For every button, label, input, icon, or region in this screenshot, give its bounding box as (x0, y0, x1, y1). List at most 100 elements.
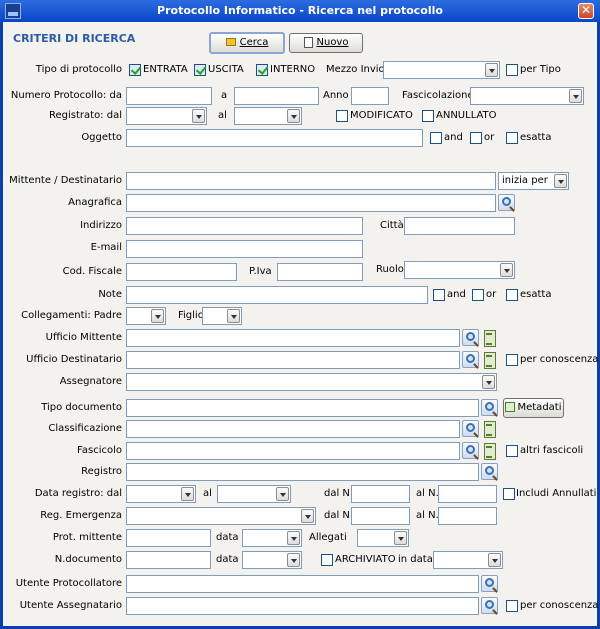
archiviato-checkbox[interactable] (321, 554, 333, 566)
assegnatore-select[interactable] (126, 373, 497, 391)
ruolo-select[interactable] (404, 261, 515, 279)
registrato-dal-date[interactable] (126, 107, 207, 125)
reg-emergenza-al-n-input[interactable] (438, 507, 497, 525)
registrato-al-date[interactable] (234, 107, 302, 125)
note-or-checkbox[interactable] (472, 289, 484, 301)
prot-mittente-input[interactable] (126, 529, 211, 547)
metadati-button[interactable]: Metadati (503, 398, 564, 418)
utente-assegnatario-input[interactable] (126, 597, 479, 615)
reg-emergenza-select[interactable] (126, 507, 316, 525)
tree-icon[interactable] (482, 351, 496, 369)
data-registro-dal-label: Data registro: dal (34, 488, 122, 499)
altri-fascicoli-label: altri fascicoli (520, 445, 584, 456)
allegati-select[interactable] (357, 529, 409, 547)
piva-input[interactable] (277, 263, 363, 281)
mittente-match-mode-select[interactable]: inizia per (498, 172, 569, 190)
prot-mittente-data-date[interactable] (242, 529, 302, 547)
mittente-label: Mittente / Destinatario (9, 175, 122, 186)
ufficio-destinatario-label: Ufficio Destinatario (26, 354, 122, 365)
utente-protocollatore-input[interactable] (126, 575, 479, 593)
ufficio-mittente-search-button[interactable] (462, 329, 479, 346)
note-input[interactable] (126, 286, 428, 304)
oggetto-and-checkbox[interactable] (430, 132, 442, 144)
reg-emergenza-dal-n-input[interactable] (351, 507, 410, 525)
classificazione-input[interactable] (126, 420, 460, 438)
anagrafica-input[interactable] (126, 194, 496, 212)
fascicolo-search-button[interactable] (462, 442, 479, 459)
indirizzo-label: Indirizzo (80, 220, 122, 231)
numero-protocollo-label: Numero Protocollo: da (10, 90, 122, 101)
cerca-button[interactable]: Cerca (209, 32, 285, 54)
note-esatta-checkbox[interactable] (506, 289, 518, 301)
utente-per-conoscenza-label: per conoscenza (520, 600, 599, 611)
numero-da-input[interactable] (126, 87, 212, 105)
entrata-checkbox[interactable] (129, 64, 141, 76)
figlio-select[interactable] (202, 307, 242, 325)
magnifier-icon (485, 402, 494, 411)
tipo-documento-input[interactable] (126, 399, 479, 417)
includi-annullati-checkbox[interactable] (503, 488, 515, 500)
oggetto-input[interactable] (126, 129, 423, 147)
annullato-label: ANNULLATO (436, 110, 497, 121)
window-title: Protocollo Informatico - Ricerca nel pro… (157, 4, 443, 17)
ufficio-per-conoscenza-label: per conoscenza (520, 354, 599, 365)
n-documento-label: N.documento (54, 554, 122, 565)
n-documento-input[interactable] (126, 551, 211, 569)
indirizzo-input[interactable] (126, 217, 363, 235)
modificato-checkbox[interactable] (336, 110, 348, 122)
data-registro-dal-date[interactable] (126, 485, 196, 503)
ruolo-label: Ruolo (376, 264, 404, 275)
data-registro-al-n-input[interactable] (438, 485, 497, 503)
close-button[interactable]: ✕ (578, 3, 594, 19)
padre-select[interactable] (126, 307, 166, 325)
numero-a-label: a (221, 90, 228, 101)
fascicolazione-select[interactable] (470, 87, 584, 105)
numero-a-input[interactable] (234, 87, 319, 105)
search-form: CRITERI DI RICERCA Cerca Nuovo Tipo di p… (3, 22, 599, 626)
ufficio-per-conoscenza-checkbox[interactable] (506, 354, 518, 366)
email-input[interactable] (126, 240, 363, 258)
nuovo-button[interactable]: Nuovo (289, 33, 363, 53)
tree-icon[interactable] (482, 420, 496, 438)
fascicolazione-label: Fascicolazione (402, 90, 474, 101)
note-or-label: or (486, 289, 497, 300)
tree-icon[interactable] (482, 329, 496, 347)
ufficio-destinatario-input[interactable] (126, 351, 460, 369)
interno-checkbox[interactable] (256, 64, 268, 76)
note-label: Note (98, 289, 122, 300)
tipo-protocollo-label: Tipo di protocollo (35, 64, 122, 75)
data-registro-al-date[interactable] (217, 485, 291, 503)
data-registro-dal-n-input[interactable] (351, 485, 410, 503)
mittente-input[interactable] (126, 172, 496, 190)
ufficio-destinatario-search-button[interactable] (462, 351, 479, 368)
annullato-checkbox[interactable] (422, 110, 434, 122)
utente-per-conoscenza-checkbox[interactable] (506, 600, 518, 612)
tree-icon[interactable] (482, 442, 496, 460)
anagrafica-search-button[interactable] (498, 194, 515, 211)
flashlight-icon (225, 38, 236, 46)
tipo-documento-search-button[interactable] (481, 399, 498, 416)
classificazione-search-button[interactable] (462, 420, 479, 437)
magnifier-icon (466, 445, 475, 454)
per-tipo-checkbox[interactable] (506, 64, 518, 76)
oggetto-label: Oggetto (81, 132, 122, 143)
utente-protocollatore-search-button[interactable] (481, 575, 498, 592)
anno-input[interactable] (351, 87, 389, 105)
utente-assegnatario-search-button[interactable] (481, 597, 498, 614)
archiviato-in-data-date[interactable] (433, 551, 503, 569)
ufficio-mittente-input[interactable] (126, 329, 460, 347)
citta-input[interactable] (404, 217, 515, 235)
oggetto-or-checkbox[interactable] (470, 132, 482, 144)
reg-emergenza-label: Reg. Emergenza (40, 510, 122, 521)
registro-input[interactable] (126, 463, 479, 481)
registro-search-button[interactable] (481, 463, 498, 480)
n-documento-data-date[interactable] (242, 551, 302, 569)
cod-fiscale-input[interactable] (126, 263, 237, 281)
mezzo-invio-select[interactable] (383, 61, 500, 79)
oggetto-esatta-checkbox[interactable] (506, 132, 518, 144)
altri-fascicoli-checkbox[interactable] (506, 445, 518, 457)
note-and-checkbox[interactable] (433, 289, 445, 301)
uscita-checkbox[interactable] (194, 64, 206, 76)
fascicolo-input[interactable] (126, 442, 460, 460)
reg-emergenza-al-n-label: al N. (416, 510, 439, 521)
